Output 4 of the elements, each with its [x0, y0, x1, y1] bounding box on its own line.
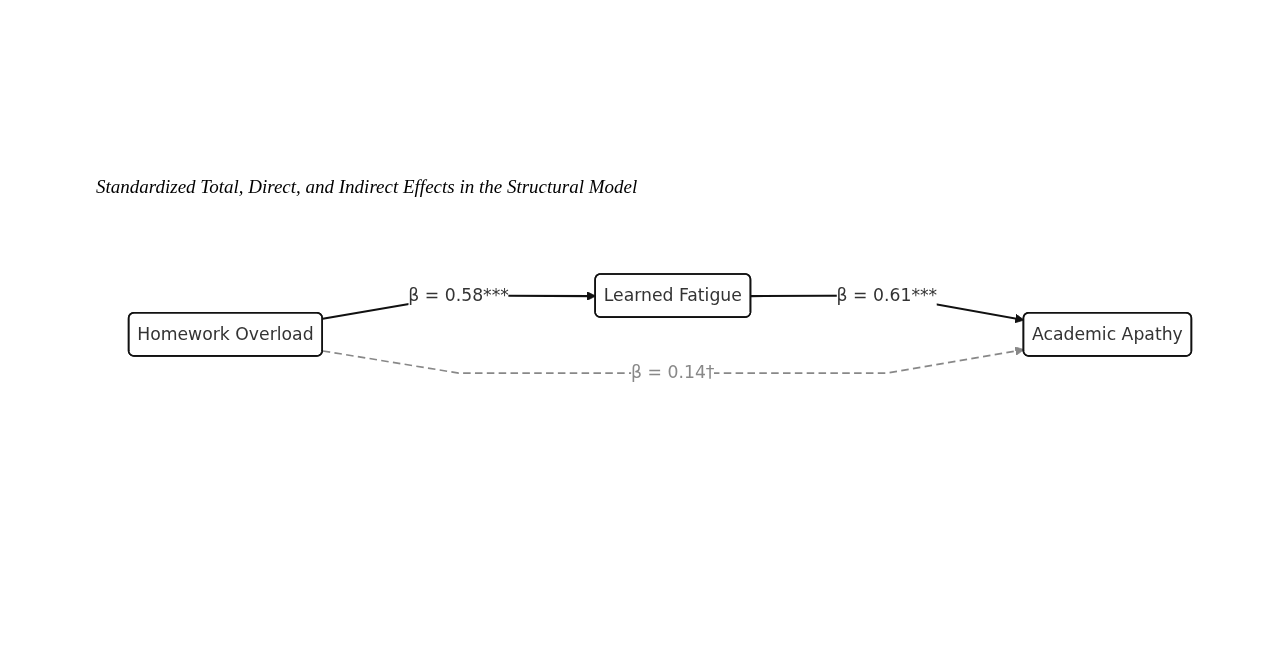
variable-box: Homework Overload: [127, 311, 323, 357]
variable-box: Learned Fatigue: [594, 273, 752, 318]
variable-box: Academic Apathy: [1022, 311, 1193, 357]
diagram-title: Standardized Total, Direct, and Indirect Effects in the Structural Model: [96, 176, 638, 198]
